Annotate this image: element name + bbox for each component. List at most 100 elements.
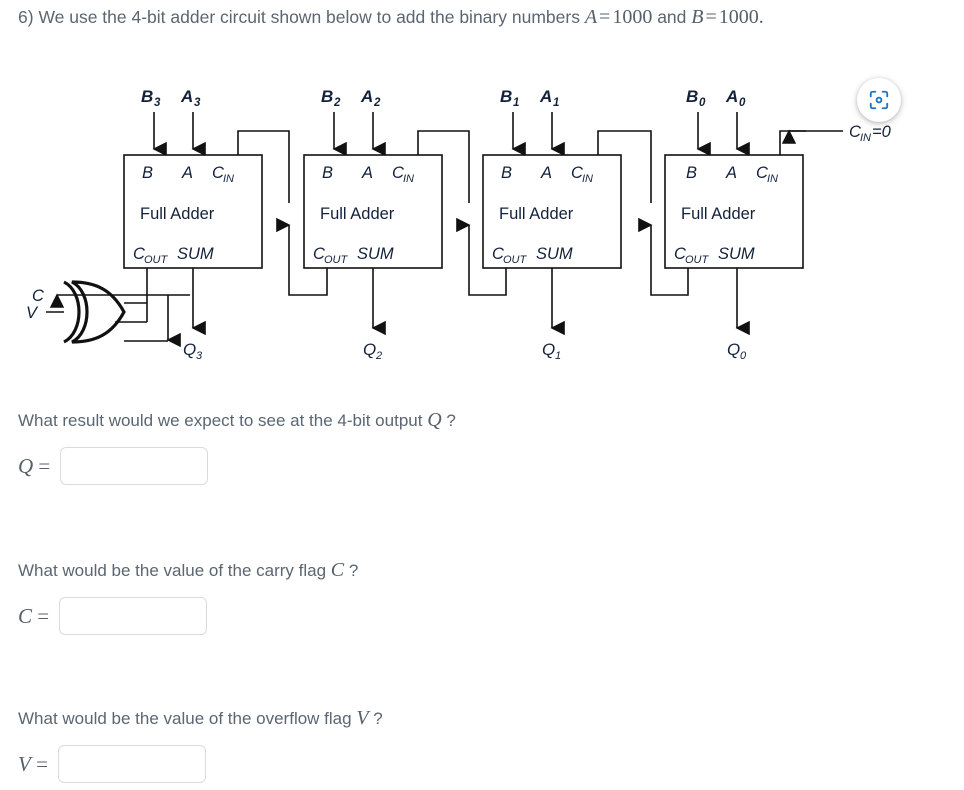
adder-0-port-b: B (686, 164, 697, 182)
adder-1-port-a: A (540, 164, 552, 182)
question-q-answer-eq: = (38, 453, 51, 478)
adder-circuit-diagram: .bx { fill:#fff; stroke:#111; stroke-wid… (0, 60, 964, 370)
question-c-text: What would be the value of the carry fla… (18, 558, 358, 583)
question-c-text-before: What would be the value of the carry fla… (18, 561, 327, 580)
adder-1-input-a-label: A (539, 87, 552, 106)
adder-3-name: Full Adder (140, 205, 215, 223)
adder-3-port-a: A (181, 164, 193, 182)
carry-in-sub: IN (860, 132, 871, 144)
adder-0-port-cin: C (756, 164, 768, 182)
adder-3-output-sub: 3 (196, 350, 203, 362)
question-v-symbol: V (356, 707, 369, 729)
adder-1-port-sum: SUM (536, 245, 573, 263)
adder-1-port-cin-sub: IN (582, 173, 593, 185)
answer-input-v[interactable] (57, 745, 206, 783)
question-v-answer-symbol: V (18, 751, 31, 776)
carry-flag-label: C (32, 287, 44, 305)
adder-2-output-sub: 2 (375, 350, 382, 362)
carry-wire-2-3-top (237, 130, 290, 203)
adder-block-3: B 3 A 3 B A C IN Full Adder C OUT SUM Q … (123, 87, 263, 362)
adder-1-name: Full Adder (499, 205, 574, 223)
adder-3-port-sum: SUM (177, 245, 214, 263)
question-q-text: What result would we expect to see at th… (18, 408, 456, 433)
adder-0-port-cout-sub: OUT (685, 254, 710, 266)
adder-2-output-label: Q (363, 340, 376, 359)
prompt-eq-2: = (705, 6, 717, 28)
adder-1-input-b-label: B (500, 87, 512, 106)
question-c-symbol: C (330, 559, 345, 581)
adder-0-port-cin-sub: IN (767, 173, 778, 185)
adder-1-output-sub: 1 (555, 350, 561, 362)
prompt-eq-1: = (599, 6, 611, 28)
xor-gate-body (71, 280, 126, 344)
question-q-answer-label: Q = (18, 454, 50, 479)
question-c: What would be the value of the carry fla… (18, 558, 358, 635)
adder-0-port-a: A (725, 164, 737, 182)
adder-2-input-a-sub: 2 (373, 97, 381, 109)
question-c-answer-row: C = (18, 597, 358, 635)
carry-wire-2-3 (276, 217, 328, 296)
adder-3-port-cout-sub: OUT (144, 254, 169, 266)
adder-1-input-a-sub: 1 (553, 97, 559, 109)
question-v-text-before: What would be the value of the overflow … (18, 709, 352, 728)
answer-input-c[interactable] (59, 597, 208, 635)
question-q: What result would we expect to see at th… (18, 408, 456, 485)
adder-3-input-b-label: B (141, 87, 153, 106)
adder-0-output-sub: 0 (740, 350, 747, 362)
adder-block-2: B 2 A 2 B A C IN Full Adder C OUT SUM Q … (303, 87, 443, 362)
adder-2-port-cin: C (392, 164, 404, 182)
carry-in-source: C IN =0 (779, 123, 892, 155)
adder-3-input-a-label: A (180, 87, 193, 106)
adder-2-box (303, 154, 443, 269)
carry-wire-0-1 (638, 217, 689, 296)
carry-chain-0-to-1 (597, 130, 689, 296)
adder-2-port-cout-sub: OUT (324, 254, 349, 266)
question-c-answer-eq: = (37, 603, 50, 628)
adder-0-port-sum: SUM (718, 245, 755, 263)
adder-3-output-label: Q (183, 340, 196, 359)
question-v-text: What would be the value of the overflow … (18, 706, 383, 731)
question-q-text-after: ? (446, 411, 456, 430)
adder-2-input-b-label: B (321, 87, 333, 106)
question-q-symbol: Q (427, 409, 442, 431)
adder-3-input-b-sub: 3 (154, 97, 161, 109)
adder-0-input-a-label: A (725, 87, 738, 106)
adder-3-port-cin: C (212, 164, 224, 182)
question-v-answer-eq: = (36, 751, 48, 776)
adder-0-output-label: Q (727, 340, 740, 359)
adder-2-input-b-sub: 2 (333, 97, 341, 109)
prompt-number: 6) (18, 7, 34, 27)
lens-scan-icon (869, 90, 889, 110)
adder-0-input-b-sub: 0 (699, 97, 706, 109)
adder-2-input-a-label: A (360, 87, 373, 106)
prompt-var-a: A (584, 6, 598, 28)
adder-0-port-cout: C (674, 245, 686, 263)
adder-3-port-cout: C (133, 245, 145, 263)
question-v-answer-row: V = (18, 745, 383, 783)
answer-input-q[interactable] (60, 447, 209, 485)
adder-3-port-cin-sub: IN (223, 173, 234, 185)
carry-in-wire-elbow (779, 130, 806, 155)
carry-in-value: =0 (872, 123, 892, 141)
question-v: What would be the value of the overflow … (18, 706, 383, 783)
adder-2-port-a: A (361, 164, 373, 182)
adder-1-input-b-sub: 1 (513, 97, 519, 109)
carry-out-flag: C (32, 268, 190, 348)
question-q-answer-symbol: Q (18, 453, 34, 478)
question-c-text-after: ? (348, 561, 359, 580)
xor-gate-overflow: V (26, 280, 168, 344)
adder-1-box (482, 154, 622, 269)
question-c-answer-label: C = (18, 604, 49, 629)
lens-scan-button[interactable] (857, 78, 901, 122)
prompt-val-b: 1000 (718, 6, 759, 28)
prompt-val-a: 1000 (612, 6, 653, 28)
adder-0-input-b-label: B (686, 87, 698, 106)
question-prompt: 6) We use the 4-bit adder circuit shown … (18, 4, 960, 30)
adder-block-1: B 1 A 1 B A C IN Full Adder C OUT SUM Q … (482, 87, 622, 362)
question-q-text-before: What result would we expect to see at th… (18, 411, 423, 430)
carry-in-label: C (849, 123, 861, 141)
prompt-conjunction: and (657, 7, 687, 27)
adder-3-port-b: B (142, 164, 153, 182)
adder-block-0: B 0 A 0 B A C IN Full Adder C OUT SUM Q … (664, 87, 804, 362)
overflow-flag-label: V (26, 304, 39, 322)
